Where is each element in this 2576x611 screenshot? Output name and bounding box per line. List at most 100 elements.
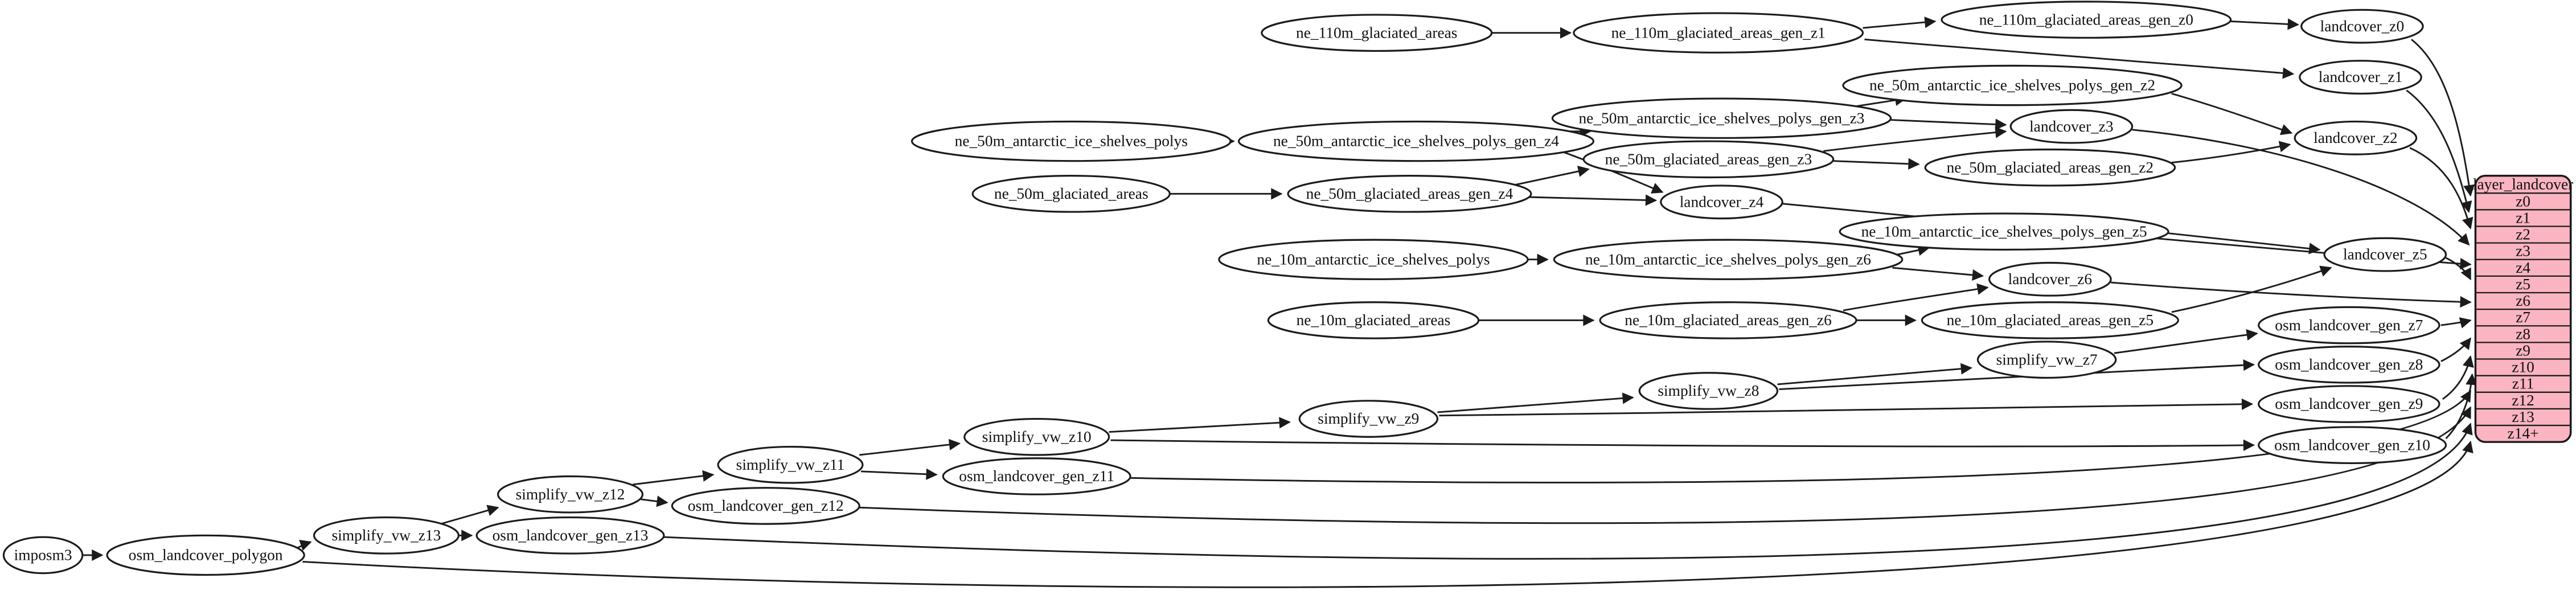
node-ne-50m-antarctic-ice-shelves-polys-gen-z2: ne_50m_antarctic_ice_shelves_polys_gen_z… bbox=[1842, 64, 2183, 106]
edge bbox=[641, 495, 668, 507]
layer-table-cell-z12: z12 bbox=[2512, 392, 2534, 409]
svg-text:osm_landcover_gen_z7: osm_landcover_gen_z7 bbox=[2275, 317, 2423, 334]
layer-table-cell-z7: z7 bbox=[2516, 309, 2530, 326]
node-ne-10m-antarctic-ice-shelves-polys-gen-z6: ne_10m_antarctic_ice_shelves_polys_gen_z… bbox=[1553, 239, 1904, 280]
svg-text:osm_landcover_gen_z11: osm_landcover_gen_z11 bbox=[959, 468, 1114, 485]
node-ne-10m-glaciated-areas-gen-z5: ne_10m_glaciated_areas_gen_z5 bbox=[1921, 301, 2179, 339]
node-osm-landcover-gen-z7: osm_landcover_gen_z7 bbox=[2258, 306, 2440, 345]
node-landcover-z2: landcover_z2 bbox=[2294, 120, 2418, 155]
node-simplify-vw-z7: simplify_vw_z7 bbox=[1976, 341, 2117, 379]
layer-table-cell-z5: z5 bbox=[2516, 276, 2530, 293]
svg-text:ne_50m_glaciated_areas_gen_z2: ne_50m_glaciated_areas_gen_z2 bbox=[1947, 159, 2154, 176]
svg-text:ne_50m_antarctic_ice_shelves_p: ne_50m_antarctic_ice_shelves_polys_gen_z… bbox=[1869, 77, 2155, 94]
svg-text:ne_10m_antarctic_ice_shelves_p: ne_10m_antarctic_ice_shelves_polys_gen_z… bbox=[1861, 223, 2147, 240]
svg-text:simplify_vw_z7: simplify_vw_z7 bbox=[1996, 351, 2098, 368]
node-osm-landcover-gen-z10: osm_landcover_gen_z10 bbox=[2258, 426, 2447, 464]
node-ne-10m-glaciated-areas: ne_10m_glaciated_areas bbox=[1267, 301, 1480, 339]
edge bbox=[2409, 147, 2474, 229]
edge bbox=[1560, 150, 1664, 194]
node-ne-50m-glaciated-areas: ne_50m_glaciated_areas bbox=[971, 175, 1171, 213]
layer-table-cell-z6: z6 bbox=[2516, 292, 2530, 309]
edge bbox=[1843, 283, 1989, 311]
edges bbox=[82, 17, 2477, 588]
svg-text:landcover_z2: landcover_z2 bbox=[2314, 129, 2398, 146]
edge bbox=[1109, 417, 1291, 433]
svg-text:ne_110m_glaciated_areas: ne_110m_glaciated_areas bbox=[1296, 24, 1457, 41]
edge bbox=[1890, 118, 2007, 130]
svg-text:ne_10m_glaciated_areas_gen_z5: ne_10m_glaciated_areas_gen_z5 bbox=[1947, 311, 2154, 329]
svg-text:simplify_vw_z10: simplify_vw_z10 bbox=[982, 428, 1092, 445]
edge bbox=[1833, 158, 1920, 170]
edge bbox=[2411, 39, 2475, 197]
edge bbox=[2168, 232, 2321, 255]
node-ne-10m-antarctic-ice-shelves-polys: ne_10m_antarctic_ice_shelves_polys bbox=[1218, 239, 1529, 280]
svg-text:ne_50m_glaciated_areas: ne_50m_glaciated_areas bbox=[994, 185, 1148, 202]
node-landcover-z6: landcover_z6 bbox=[1988, 261, 2112, 297]
node-ne-50m-glaciated-areas-gen-z3: ne_50m_glaciated_areas_gen_z3 bbox=[1582, 140, 1835, 179]
layer-table-cell-z11: z11 bbox=[2512, 375, 2534, 392]
svg-text:landcover_z0: landcover_z0 bbox=[2320, 18, 2405, 35]
svg-text:landcover_z1: landcover_z1 bbox=[2319, 68, 2403, 85]
edge bbox=[2406, 89, 2472, 214]
edge bbox=[1897, 244, 1930, 256]
svg-text:landcover_z3: landcover_z3 bbox=[2029, 118, 2114, 135]
svg-text:ne_10m_glaciated_areas: ne_10m_glaciated_areas bbox=[1297, 311, 1451, 329]
edge bbox=[1892, 266, 1984, 281]
edge bbox=[1511, 166, 1590, 187]
svg-text:simplify_vw_z13: simplify_vw_z13 bbox=[332, 527, 441, 544]
node-simplify-vw-z9: simplify_vw_z9 bbox=[1298, 400, 1439, 438]
layer-table-cell-z4: z4 bbox=[2516, 259, 2530, 276]
node-landcover-z4: landcover_z4 bbox=[1660, 184, 1783, 220]
edge bbox=[2171, 93, 2293, 136]
svg-text:ne_50m_antarctic_ice_shelves_p: ne_50m_antarctic_ice_shelves_polys_gen_z… bbox=[1273, 133, 1559, 150]
edge bbox=[1823, 126, 2007, 152]
edge bbox=[302, 440, 2474, 588]
svg-text:osm_landcover_gen_z12: osm_landcover_gen_z12 bbox=[688, 497, 844, 514]
edge bbox=[1437, 392, 1634, 413]
edge bbox=[2171, 141, 2291, 163]
node-ne-10m-antarctic-ice-shelves-polys-gen-z5: ne_10m_antarctic_ice_shelves_polys_gen_z… bbox=[1839, 212, 2169, 251]
edge bbox=[2442, 355, 2474, 400]
layer-table-cell-z1: z1 bbox=[2516, 209, 2530, 226]
svg-text:simplify_vw_z11: simplify_vw_z11 bbox=[736, 456, 845, 473]
node-ne-50m-glaciated-areas-gen-z2: ne_50m_glaciated_areas_gen_z2 bbox=[1924, 148, 2176, 187]
edge bbox=[1110, 439, 2255, 451]
svg-text:ne_110m_glaciated_areas_gen_z1: ne_110m_glaciated_areas_gen_z1 bbox=[1611, 24, 1826, 41]
nodes: imposm3 osm_landcover_polygon simplify_v… bbox=[2, 1, 2447, 576]
edge bbox=[1439, 398, 2254, 417]
node-ne-10m-glaciated-areas-gen-z6: ne_10m_glaciated_areas_gen_z6 bbox=[1599, 301, 1857, 339]
edge bbox=[632, 470, 715, 486]
layer-table-header: layer_landcover bbox=[2473, 175, 2573, 192]
edge bbox=[1863, 17, 1937, 29]
edge bbox=[2171, 265, 2332, 313]
svg-text:ne_50m_glaciated_areas_gen_z3: ne_50m_glaciated_areas_gen_z3 bbox=[1605, 150, 1812, 167]
edge bbox=[2440, 337, 2471, 362]
svg-text:simplify_vw_z9: simplify_vw_z9 bbox=[1318, 410, 1419, 427]
edge bbox=[2445, 257, 2472, 281]
node-ne-110m-glaciated-areas: ne_110m_glaciated_areas bbox=[1261, 14, 1493, 52]
layer-table-cell-z3: z3 bbox=[2516, 243, 2530, 260]
layer-table-cell-z10: z10 bbox=[2512, 359, 2534, 376]
edge bbox=[2440, 317, 2472, 329]
svg-text:landcover_z6: landcover_z6 bbox=[2008, 270, 2093, 288]
layer-table-cell-z2: z2 bbox=[2516, 226, 2530, 243]
edge bbox=[440, 505, 499, 525]
svg-text:imposm3: imposm3 bbox=[14, 547, 72, 564]
svg-text:osm_landcover_polygon: osm_landcover_polygon bbox=[129, 547, 283, 564]
svg-text:ne_50m_antarctic_ice_shelves_p: ne_50m_antarctic_ice_shelves_polys_gen_z… bbox=[1578, 109, 1864, 126]
edge bbox=[2132, 129, 2470, 246]
svg-text:ne_50m_antarctic_ice_shelves_p: ne_50m_antarctic_ice_shelves_polys bbox=[955, 133, 1188, 150]
node-landcover-z0: landcover_z0 bbox=[2300, 9, 2424, 44]
node-imposm3: imposm3 bbox=[2, 536, 84, 575]
node-landcover-z5: landcover_z5 bbox=[2323, 237, 2447, 272]
edge bbox=[1529, 194, 1658, 206]
svg-text:ne_10m_antarctic_ice_shelves_p: ne_10m_antarctic_ice_shelves_polys_gen_z… bbox=[1585, 251, 1871, 268]
svg-text:osm_landcover_gen_z13: osm_landcover_gen_z13 bbox=[493, 527, 649, 544]
node-landcover-z3: landcover_z3 bbox=[2009, 109, 2134, 144]
svg-text:ne_10m_antarctic_ice_shelves_p: ne_10m_antarctic_ice_shelves_polys bbox=[1257, 251, 1490, 268]
svg-text:landcover_z4: landcover_z4 bbox=[1680, 193, 1764, 210]
node-osm-landcover-gen-z8: osm_landcover_gen_z8 bbox=[2258, 346, 2440, 384]
node-landcover-z1: landcover_z1 bbox=[2299, 60, 2422, 95]
node-osm-landcover-gen-z12: osm_landcover_gen_z12 bbox=[671, 487, 860, 525]
